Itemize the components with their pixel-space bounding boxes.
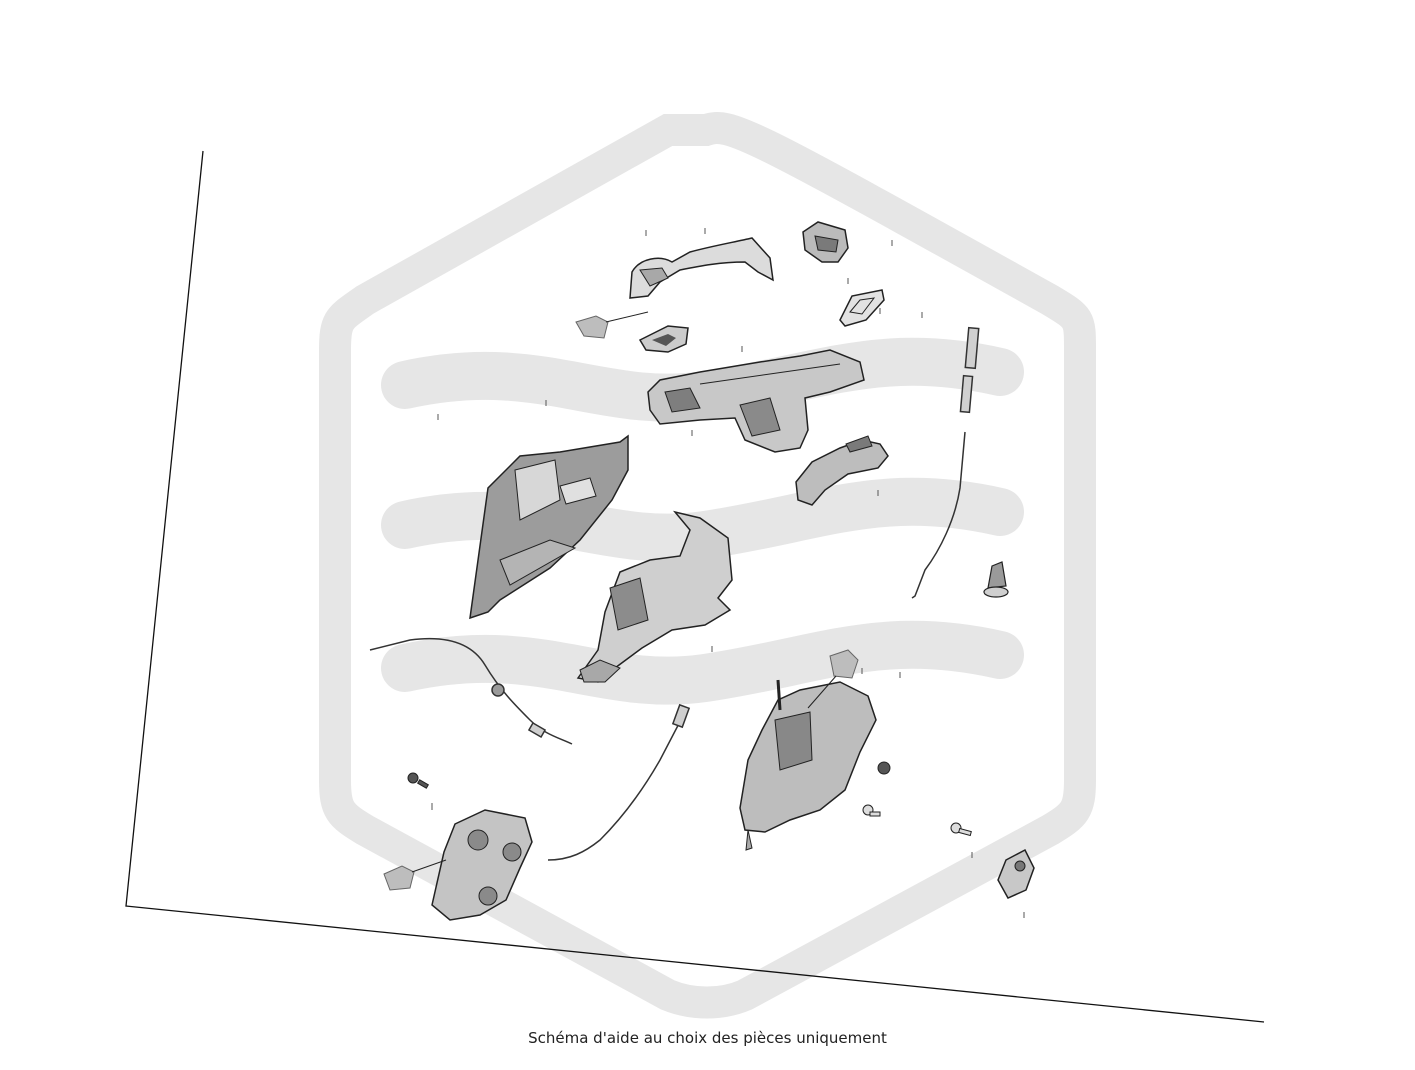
handle-gasket-rear[interactable]	[839, 289, 885, 327]
fastener-screw-right[interactable]	[950, 822, 972, 837]
door-striker[interactable]	[997, 848, 1035, 899]
grease-icon	[575, 311, 649, 339]
actuator-motor-plate[interactable]	[431, 809, 533, 921]
fastener-screw-center[interactable]	[862, 804, 881, 817]
outer-door-handle[interactable]	[629, 237, 774, 299]
inner-door-panel[interactable]	[469, 434, 629, 620]
fastener-screw-left[interactable]	[407, 772, 430, 789]
handle-clip[interactable]	[802, 221, 849, 263]
door-lock-mechanism[interactable]	[576, 510, 733, 683]
handle-carrier-bracket[interactable]	[647, 349, 865, 453]
diagram-caption: Schéma d'aide au choix des pièces unique…	[528, 1029, 887, 1047]
grease-icon	[383, 859, 447, 891]
fastener-nut[interactable]	[877, 761, 891, 775]
handle-rear-arm[interactable]	[795, 435, 889, 506]
reference-marks	[431, 228, 1025, 918]
release-cable-left[interactable]	[369, 637, 573, 745]
door-outline	[125, 150, 1265, 1023]
lock-rod[interactable]	[911, 326, 980, 599]
grease-icon	[807, 649, 859, 709]
handle-gasket-front[interactable]	[638, 325, 689, 353]
release-cable-center[interactable]	[547, 703, 691, 861]
spring-lock-knob[interactable]	[983, 561, 1009, 598]
latch-actuator[interactable]	[739, 679, 877, 851]
